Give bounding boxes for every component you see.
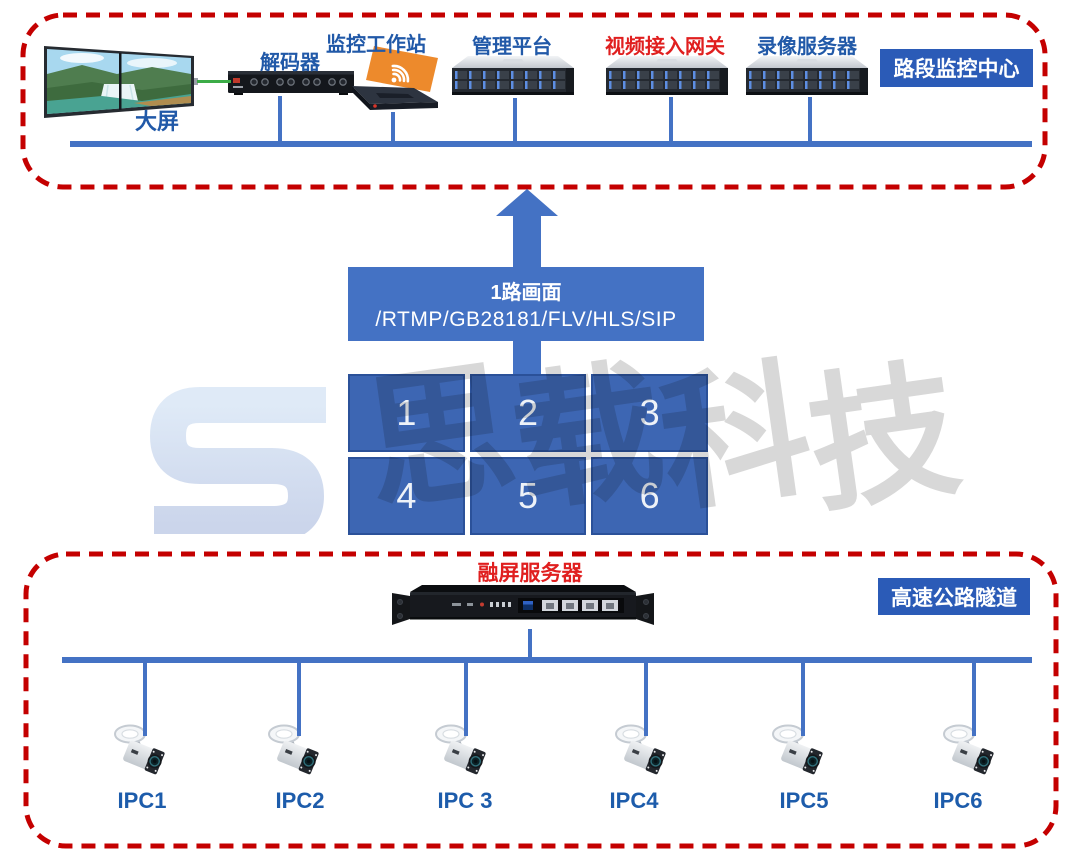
decoder-label: 解码器 — [260, 52, 320, 74]
fusion-server-image — [392, 585, 654, 625]
gateway-server-connector — [669, 97, 673, 141]
camera-connector — [801, 663, 805, 736]
grid-cell: 1 — [348, 374, 465, 452]
fusion-server-connector — [528, 629, 532, 658]
wifi-icon — [391, 64, 410, 83]
watermark-text: 思载科技 — [355, 346, 969, 531]
top-network-bus — [70, 141, 1032, 147]
bottom-network-bus — [62, 657, 1032, 663]
camera-icon — [943, 724, 994, 775]
stream-info-line1: 1路画面 — [490, 282, 562, 304]
camera-connector — [464, 663, 468, 736]
camera-connector — [972, 663, 976, 736]
video-grid: 1 2 3 4 5 6 — [348, 374, 708, 535]
camera-label: IPC4 — [609, 788, 659, 813]
workstation-image — [352, 46, 438, 110]
fusion-server-label: 融屏服务器 — [477, 562, 583, 585]
grid-cell: 2 — [469, 374, 587, 452]
video-wall-image — [44, 46, 198, 118]
camera-label: IPC1 — [117, 788, 167, 813]
recording-server-label: 录像服务器 — [757, 36, 857, 58]
monitoring-center-badge: 路段监控中心 — [880, 49, 1033, 87]
camera-icon — [435, 724, 486, 775]
video-cable — [197, 80, 231, 83]
camera-connector — [297, 663, 301, 736]
recording-server-connector — [808, 97, 812, 141]
camera-label: IPC5 — [779, 788, 829, 813]
stream-info-line2: /RTMP/GB28181/FLV/HLS/SIP — [375, 308, 677, 331]
camera-label: IPC6 — [933, 788, 983, 813]
camera-label: IPC2 — [275, 788, 325, 813]
mgmt-server-connector — [513, 98, 517, 141]
mgmt-server-image — [452, 56, 574, 95]
camera-icon — [268, 724, 319, 775]
tunnel-badge: 高速公路隧道 — [878, 578, 1030, 615]
grid-cell: 5 — [469, 457, 587, 535]
camera-connector — [644, 663, 648, 736]
grid-cell: 4 — [348, 457, 465, 535]
decoder-connector — [278, 96, 282, 141]
video-wall-label: 大屏 — [134, 109, 180, 134]
camera-connector — [143, 663, 147, 736]
decoder-image — [228, 71, 354, 95]
camera-icon — [615, 724, 666, 775]
camera-icon — [114, 724, 165, 775]
camera-icon — [772, 724, 823, 775]
recording-server-image — [746, 56, 868, 95]
workstation-label: 监控工作站 — [326, 34, 426, 56]
brand-s-logo-icon — [149, 387, 326, 534]
grid-cell: 6 — [591, 457, 708, 535]
mgmt-server-label: 管理平台 — [472, 36, 552, 58]
workstation-connector — [391, 112, 395, 141]
camera-label: IPC 3 — [437, 788, 493, 813]
gateway-server-image — [606, 56, 728, 95]
stream-info-box: 1路画面 /RTMP/GB28181/FLV/HLS/SIP — [348, 267, 704, 341]
grid-cell: 3 — [591, 374, 708, 452]
gateway-server-label: 视频接入网关 — [605, 36, 725, 58]
